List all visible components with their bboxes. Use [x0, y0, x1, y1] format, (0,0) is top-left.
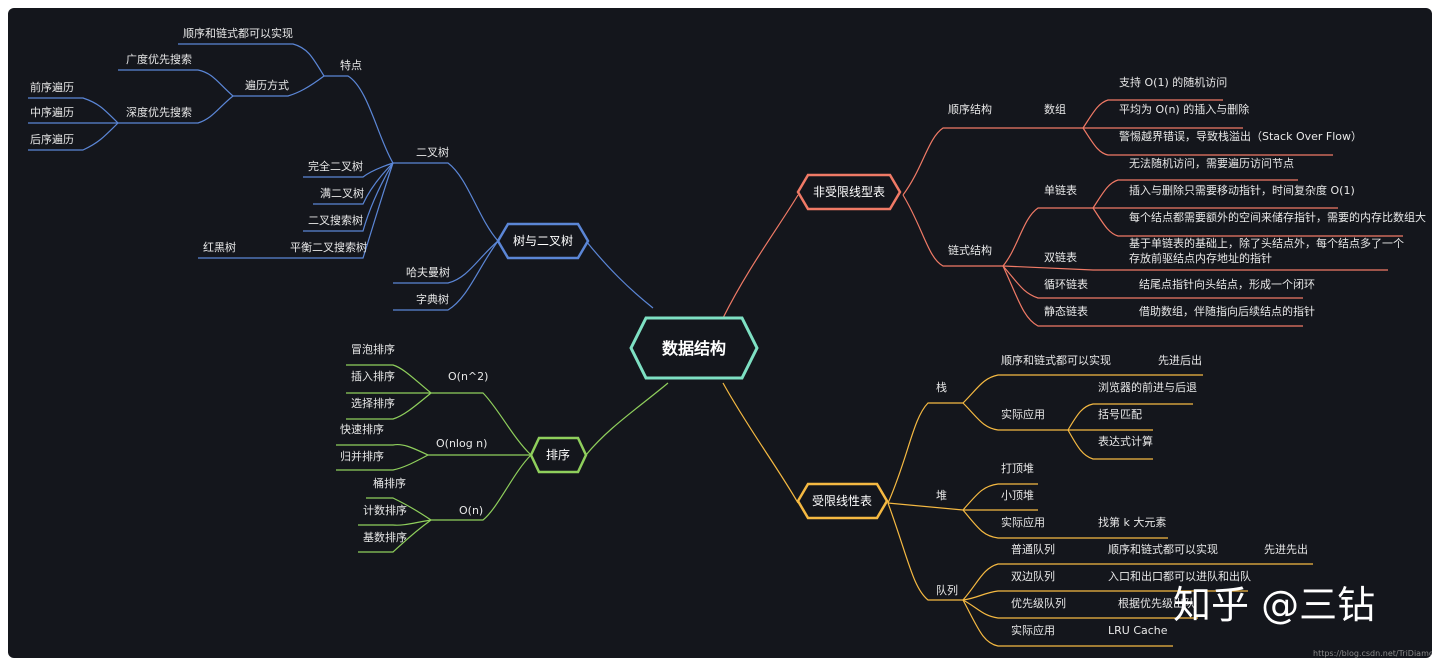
mindmap-svg: 数据结构 树与二叉树 排序 非受限线型表 受限线性表 二叉树 特点 顺序和链式都… [28, 26, 1432, 658]
linear-seq: 顺序结构 [948, 102, 992, 116]
sort-quick: 快速排序 [340, 422, 384, 436]
tree-bfs: 广度优先搜索 [126, 52, 192, 66]
linear-a1: 支持 O(1) 的随机访问 [1119, 75, 1227, 89]
restricted-deque: 双边队列 [1011, 569, 1055, 583]
restricted-heap: 堆 [936, 489, 947, 502]
center-label: 数据结构 [662, 339, 726, 358]
tree-rb: 红黑树 [203, 240, 236, 254]
linear-a2: 平均为 O(n) 的插入与删除 [1119, 102, 1249, 116]
linear-s1: 无法随机访问，需要遍历访问节点 [1129, 156, 1294, 170]
restricted-queue-app: 实际应用 [1011, 623, 1055, 637]
tree-traversal: 遍历方式 [245, 78, 289, 92]
sort-n2: O(n^2) [448, 370, 488, 383]
restricted-stack-impl: 顺序和链式都可以实现 [1001, 353, 1111, 367]
restricted-stack: 栈 [936, 380, 947, 394]
tree-bst: 二叉搜索树 [308, 213, 363, 227]
restricted-lifo: 先进后出 [1158, 353, 1202, 367]
linear-s3: 每个结点都需要额外的空间来储存指针，需要的内存比数组大 [1129, 210, 1426, 224]
restricted-maxheap: 打顶堆 [1001, 461, 1034, 475]
restricted-label: 受限线性表 [812, 494, 872, 508]
sort-n: O(n) [459, 504, 483, 517]
sort-selection: 选择排序 [351, 396, 395, 410]
tree-dfs: 深度优先搜索 [126, 105, 192, 119]
tree-balanced: 平衡二叉搜索树 [290, 240, 367, 254]
sort-bucket: 桶排序 [373, 476, 406, 490]
restricted-normal: 普通队列 [1011, 542, 1055, 556]
restricted-kth: 找第 k 大元素 [1098, 515, 1166, 529]
tree-full: 满二叉树 [320, 186, 364, 200]
restricted-deque-desc: 入口和出口都可以进队和出队 [1108, 569, 1251, 583]
tree-huffman: 哈夫曼树 [406, 265, 450, 279]
tree-complete: 完全二叉树 [308, 159, 363, 173]
tree-node [496, 222, 590, 260]
restricted-stack-app: 实际应用 [1001, 407, 1045, 421]
linear-label: 非受限线型表 [813, 185, 885, 199]
tree-trie: 字典树 [416, 292, 449, 306]
restricted-browser: 浏览器的前进与后退 [1098, 380, 1197, 394]
restricted-fifo: 先进先出 [1264, 542, 1308, 556]
tree-post: 后序遍历 [30, 132, 74, 146]
restricted-bracket: 括号匹配 [1098, 407, 1142, 421]
tree-label: 树与二叉树 [513, 233, 573, 248]
restricted-priority: 优先级队列 [1011, 596, 1066, 610]
linear-double: 双链表 [1044, 250, 1077, 264]
sort-node [529, 436, 588, 474]
watermark: 知乎 @三钻 [1173, 583, 1375, 627]
restricted-expr: 表达式计算 [1098, 434, 1153, 448]
linear-linked: 链式结构 [948, 243, 992, 257]
restricted-node [796, 482, 889, 520]
linear-single: 单链表 [1044, 183, 1077, 197]
sort-merge: 归并排序 [340, 449, 384, 463]
sort-nlogn: O(nlog n) [436, 437, 487, 450]
tree-pre: 前序遍历 [30, 80, 74, 94]
restricted-queue-impl: 顺序和链式都可以实现 [1108, 542, 1218, 556]
tree-in: 中序遍历 [30, 105, 74, 119]
linear-array: 数组 [1044, 102, 1066, 116]
source-url: https://blog.csdn.net/TriDiamond [1313, 649, 1432, 658]
restricted-heap-app: 实际应用 [1001, 515, 1045, 529]
restricted-queue: 队列 [936, 583, 958, 597]
tree-binary: 二叉树 [416, 145, 449, 159]
linear-st1: 借助数组，伴随指向后续结点的指针 [1139, 304, 1315, 318]
linear-a3: 警惕越界错误，导致栈溢出（Stack Over Flow） [1119, 129, 1362, 143]
sort-counting: 计数排序 [363, 503, 407, 517]
restricted-lru: LRU Cache [1108, 624, 1168, 637]
linear-s2: 插入与删除只需要移动指针，时间复杂度 O(1) [1129, 183, 1355, 197]
sort-radix: 基数排序 [363, 530, 407, 544]
tree-impl: 顺序和链式都可以实现 [183, 26, 293, 40]
linear-d2: 存放前驱结点内存地址的指针 [1129, 251, 1272, 265]
restricted-priority-desc: 根据优先级出队 [1118, 596, 1195, 610]
linear-c1: 结尾点指针向头结点，形成一个闭环 [1139, 277, 1315, 291]
linear-static: 静态链表 [1044, 304, 1088, 318]
tree-features: 特点 [340, 58, 362, 72]
sort-bubble: 冒泡排序 [351, 342, 395, 356]
sort-insertion: 插入排序 [351, 369, 395, 383]
sort-label: 排序 [546, 447, 570, 462]
linear-node [796, 173, 902, 211]
linear-circular: 循环链表 [1044, 277, 1088, 291]
restricted-minheap: 小顶堆 [1001, 489, 1034, 502]
mindmap-canvas: 数据结构 树与二叉树 排序 非受限线型表 受限线性表 二叉树 特点 顺序和链式都… [8, 8, 1432, 658]
center-node [629, 316, 759, 380]
linear-d1: 基于单链表的基础上，除了头结点外，每个结点多了一个 [1129, 236, 1404, 250]
